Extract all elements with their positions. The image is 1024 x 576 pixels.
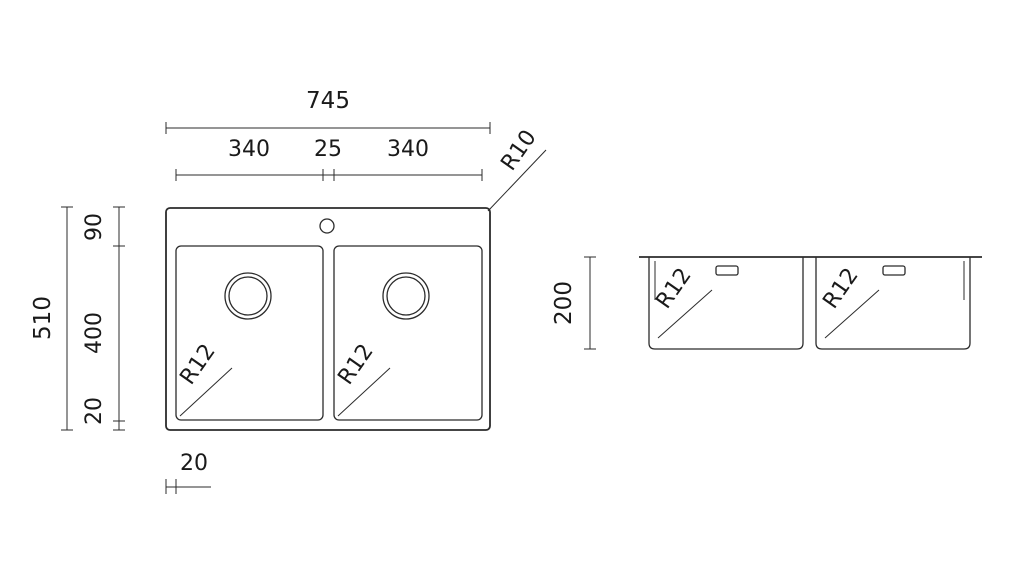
right-drain-inner — [386, 276, 426, 316]
left-drain-outer — [224, 272, 272, 320]
left-bowl-radius-leader — [179, 367, 233, 417]
side-left-bowl — [648, 257, 804, 350]
right-bowl — [333, 245, 483, 421]
label-side-margin: 20 — [180, 451, 208, 476]
top-view-labels: 745 340 25 340 R10 R12 R12 510 90 400 20… — [30, 88, 542, 476]
side-left-overflow — [715, 265, 739, 276]
side-right-radius-leader — [824, 289, 880, 339]
label-overall-width: 745 — [306, 88, 350, 114]
side-right-overflow — [882, 265, 906, 276]
label-center-gap: 25 — [314, 137, 342, 162]
label-outer-radius: R10 — [496, 126, 541, 176]
top-view — [165, 149, 547, 431]
label-bowl-depth: 400 — [82, 312, 107, 354]
label-side-left-radius: R12 — [651, 264, 696, 314]
label-top-margin: 90 — [82, 213, 107, 241]
label-side-right-radius: R12 — [818, 264, 863, 314]
side-right-bowl — [815, 257, 971, 350]
side-view — [584, 256, 982, 350]
side-left-radius-leader — [657, 289, 713, 339]
label-bowl-left-width: 340 — [228, 137, 270, 162]
left-bowl — [175, 245, 324, 421]
outer-radius-leader — [487, 149, 547, 212]
right-bowl-radius-leader — [337, 367, 391, 417]
label-bowl-height: 200 — [551, 281, 577, 325]
label-right-bowl-radius: R12 — [333, 340, 378, 390]
sink-outline — [165, 207, 491, 431]
label-left-bowl-radius: R12 — [175, 340, 220, 390]
label-bottom-margin: 20 — [82, 397, 107, 425]
horizontal-dimensions — [165, 122, 491, 494]
left-drain-inner — [228, 276, 268, 316]
tap-hole — [319, 218, 335, 234]
label-overall-depth: 510 — [30, 296, 56, 340]
label-bowl-right-width: 340 — [387, 137, 429, 162]
right-drain-outer — [382, 272, 430, 320]
vertical-dimensions — [61, 206, 125, 431]
